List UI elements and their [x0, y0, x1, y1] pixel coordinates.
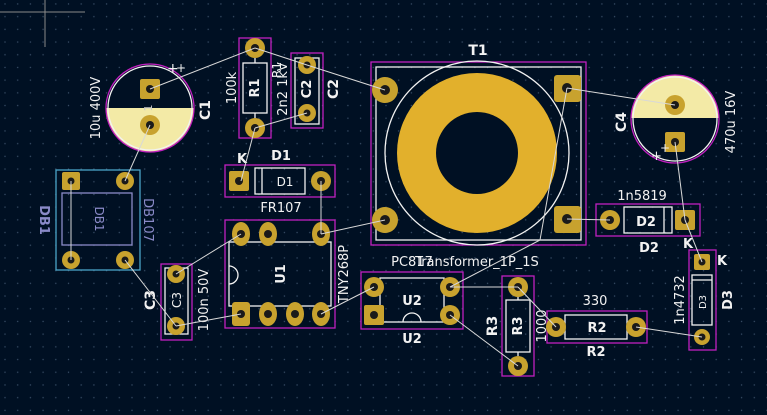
d1-fab-label: D1	[277, 175, 294, 189]
r3-ref-label: R3	[485, 316, 501, 337]
u1-value-label: TNY268P	[337, 245, 352, 304]
component-t1[interactable]: T1 Transformer_1P_1S	[370, 43, 587, 270]
component-db1[interactable]: DB1 DB1 DB107	[36, 169, 155, 271]
c3-ref-label: C3	[143, 290, 159, 310]
r1-ref-label: R1	[248, 78, 263, 97]
r2-value-label: 330	[583, 294, 608, 309]
c4-ref-label: C4	[614, 112, 630, 132]
component-d3[interactable]: K D3 1n4732 D3	[673, 249, 736, 351]
c4-value-label: 470u 16V	[724, 91, 739, 154]
c1-pin1-mark: 1	[142, 105, 155, 112]
component-u2[interactable]: PC817 U2 U2	[360, 255, 464, 347]
c1-ref-label: C1	[198, 100, 214, 120]
c2-ref-label: C2	[326, 79, 342, 99]
d2-ref-label: D2	[639, 241, 659, 256]
c2-fab-label: C2	[300, 80, 315, 99]
d2-pin-k-label: K	[683, 237, 694, 252]
c4-plus-label-2: +	[660, 141, 670, 155]
c4-plus-label: +	[651, 149, 662, 164]
d1-ref-label: D1	[271, 149, 291, 164]
d3-pin-k-label: K	[717, 254, 728, 269]
r1-fab-label: R1	[270, 62, 284, 78]
db1-value-label: DB107	[140, 198, 155, 242]
c1-plus-label: +	[167, 61, 179, 77]
d3-fab-label: D3	[698, 295, 709, 309]
r3-value-label: 1000	[535, 309, 550, 342]
d2-fab-label: D2	[636, 215, 656, 230]
r2-fab-label: R2	[587, 321, 606, 336]
u1-fab-label: U1	[274, 264, 289, 284]
c3-value-label: 100n 50V	[197, 269, 212, 332]
t1-value-label: Transformer_1P_1S	[414, 255, 539, 270]
d1-pin-k-label: K	[237, 152, 248, 167]
c3-fab-label: C3	[170, 292, 184, 308]
c1-value-label: 10u 400V	[89, 77, 104, 140]
d3-ref-label: D3	[721, 290, 736, 310]
cursor-crosshair	[0, 0, 85, 47]
c2-value-label: 2n2 1kV	[276, 62, 291, 116]
r2-ref-label: R2	[586, 345, 605, 360]
db1-fab-label: DB1	[92, 206, 106, 231]
u2-ref-label: U2	[402, 332, 422, 347]
r1-value-label: 100k	[225, 71, 240, 104]
d3-value-label: 1n4732	[673, 275, 688, 325]
r3-fab-label: R3	[511, 316, 526, 335]
t1-ref-label: T1	[468, 43, 487, 59]
c1-plus-label-2: +	[176, 61, 186, 75]
d2-value-label: 1n5819	[617, 189, 667, 204]
ratsnest	[70, 47, 703, 367]
d1-value-label: FR107	[260, 201, 301, 216]
db1-ref-label: DB1	[36, 205, 51, 235]
u2-value-label: PC817	[391, 255, 433, 270]
u2-fab-label: U2	[402, 294, 422, 309]
